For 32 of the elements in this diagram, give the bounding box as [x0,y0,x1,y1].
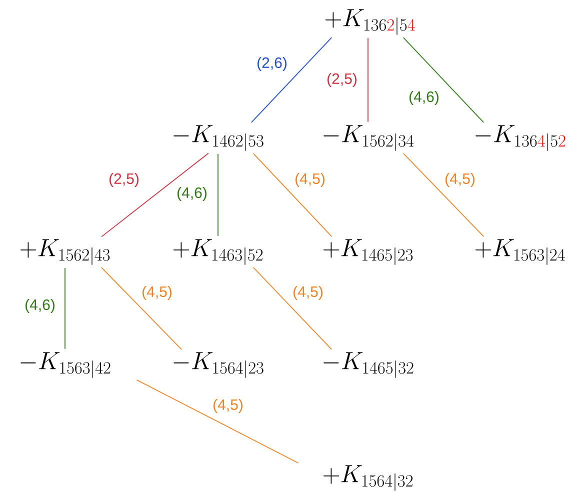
term-label: $-K_{1465|32}$ [324,352,414,378]
term-label: $-K_{1562|34}$ [324,125,414,151]
edge-label: (4,6) [178,187,206,201]
connector-line [252,153,332,237]
connector-line [250,37,332,123]
edge-label: (4,5) [214,399,242,413]
connector-line [64,268,66,350]
connector-line [100,267,182,350]
connector-line [402,153,484,237]
edge-label: (4,6) [410,91,438,105]
edge-label: (2,6) [258,57,286,71]
edge-label: (2,5) [110,173,138,187]
edge-label: (4,5) [142,286,172,300]
term-label: $+K_{1465|23}$ [323,239,413,265]
edge-label: (2,5) [328,73,356,87]
term-label: $+K_{1463|52}$ [173,239,263,265]
term-label: $+K_{1562|43}$ [20,239,110,265]
term-label: $-K_{1563|42}$ [20,352,110,378]
connector-line [402,37,484,123]
term-label: $-K_{1564|23}$ [174,352,264,378]
edge-label: (4,6) [26,299,54,313]
edge-label: (4,5) [446,173,474,187]
edge-label: (4,5) [296,173,324,187]
term-label: $+K_{1564|32}$ [323,465,413,491]
connector-line [252,267,332,350]
connector-line [101,152,209,238]
term-label: $-K_{1462|53}$ [174,125,264,151]
term-label: $+K_{1563|24}$ [475,239,565,265]
term-label: $-K_{136{\color{red}4}|5{\color{red}2}}$ [476,125,566,151]
edge-label: (4,5) [294,286,322,300]
connector-line [136,380,299,464]
term-label: $+K_{136{\color{red}2}|5{\color{red}4}}$ [325,9,415,35]
